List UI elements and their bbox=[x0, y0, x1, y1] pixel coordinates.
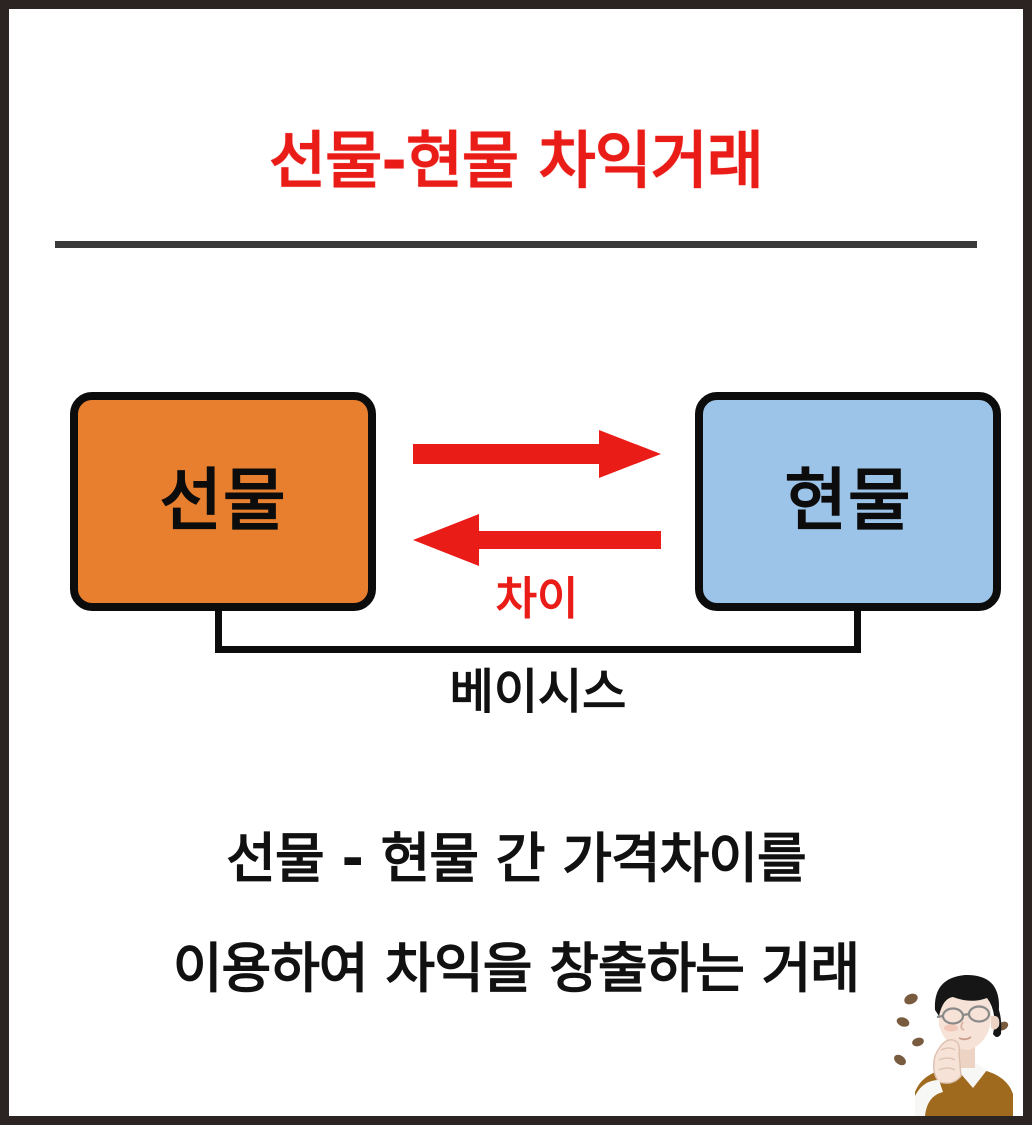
basis-bracket-base bbox=[215, 646, 861, 653]
blush-shape bbox=[944, 1024, 958, 1032]
diagram-node-spot: 현물 bbox=[695, 392, 1001, 611]
thinking-person-icon bbox=[894, 974, 1013, 1116]
fingers-shape bbox=[938, 1047, 956, 1071]
hand-shape bbox=[932, 1039, 962, 1084]
thinking-person-illustration bbox=[891, 964, 1023, 1116]
coffee-bean-icon bbox=[894, 993, 1009, 1066]
page-title: 선물-현물 차익거래 bbox=[269, 124, 764, 197]
basis-bracket bbox=[215, 605, 861, 653]
basis-bracket-right-stem bbox=[854, 605, 861, 651]
description-line-2: 이용하여 차익을 창출하는 거래 bbox=[172, 937, 860, 1000]
glasses-icon bbox=[936, 1005, 991, 1025]
basis-bracket-left-stem bbox=[215, 605, 222, 651]
arrow-label-difference: 차이 bbox=[495, 572, 579, 625]
arbitrage-diagram: 선물 현물 차이 베이시스 bbox=[9, 9, 1023, 1116]
ear-shape bbox=[991, 1015, 1000, 1030]
face-shape bbox=[939, 984, 991, 1050]
slide-canvas: 선물-현물 차익거래 선물 현물 차이 bbox=[9, 9, 1023, 1116]
description-block: 선물 - 현물 간 가격차이를 이용하여 차익을 창출하는 거래 bbox=[9, 804, 1023, 1024]
description-line-1: 선물 - 현물 간 가격차이를 bbox=[226, 827, 806, 890]
arrow-left-icon bbox=[413, 514, 661, 566]
title-divider bbox=[55, 241, 977, 248]
basis-label: 베이시스 bbox=[449, 664, 627, 720]
diagram-node-spot-label: 현물 bbox=[784, 461, 912, 541]
nose-shape bbox=[960, 1021, 965, 1031]
diagram-node-futures-label: 선물 bbox=[159, 461, 287, 541]
arrow-right-icon bbox=[413, 430, 661, 478]
sleeve-shape bbox=[915, 1080, 943, 1116]
hair-shape bbox=[934, 974, 999, 1028]
diagram-node-futures: 선물 bbox=[70, 392, 376, 611]
mouth-shape bbox=[958, 1036, 972, 1041]
